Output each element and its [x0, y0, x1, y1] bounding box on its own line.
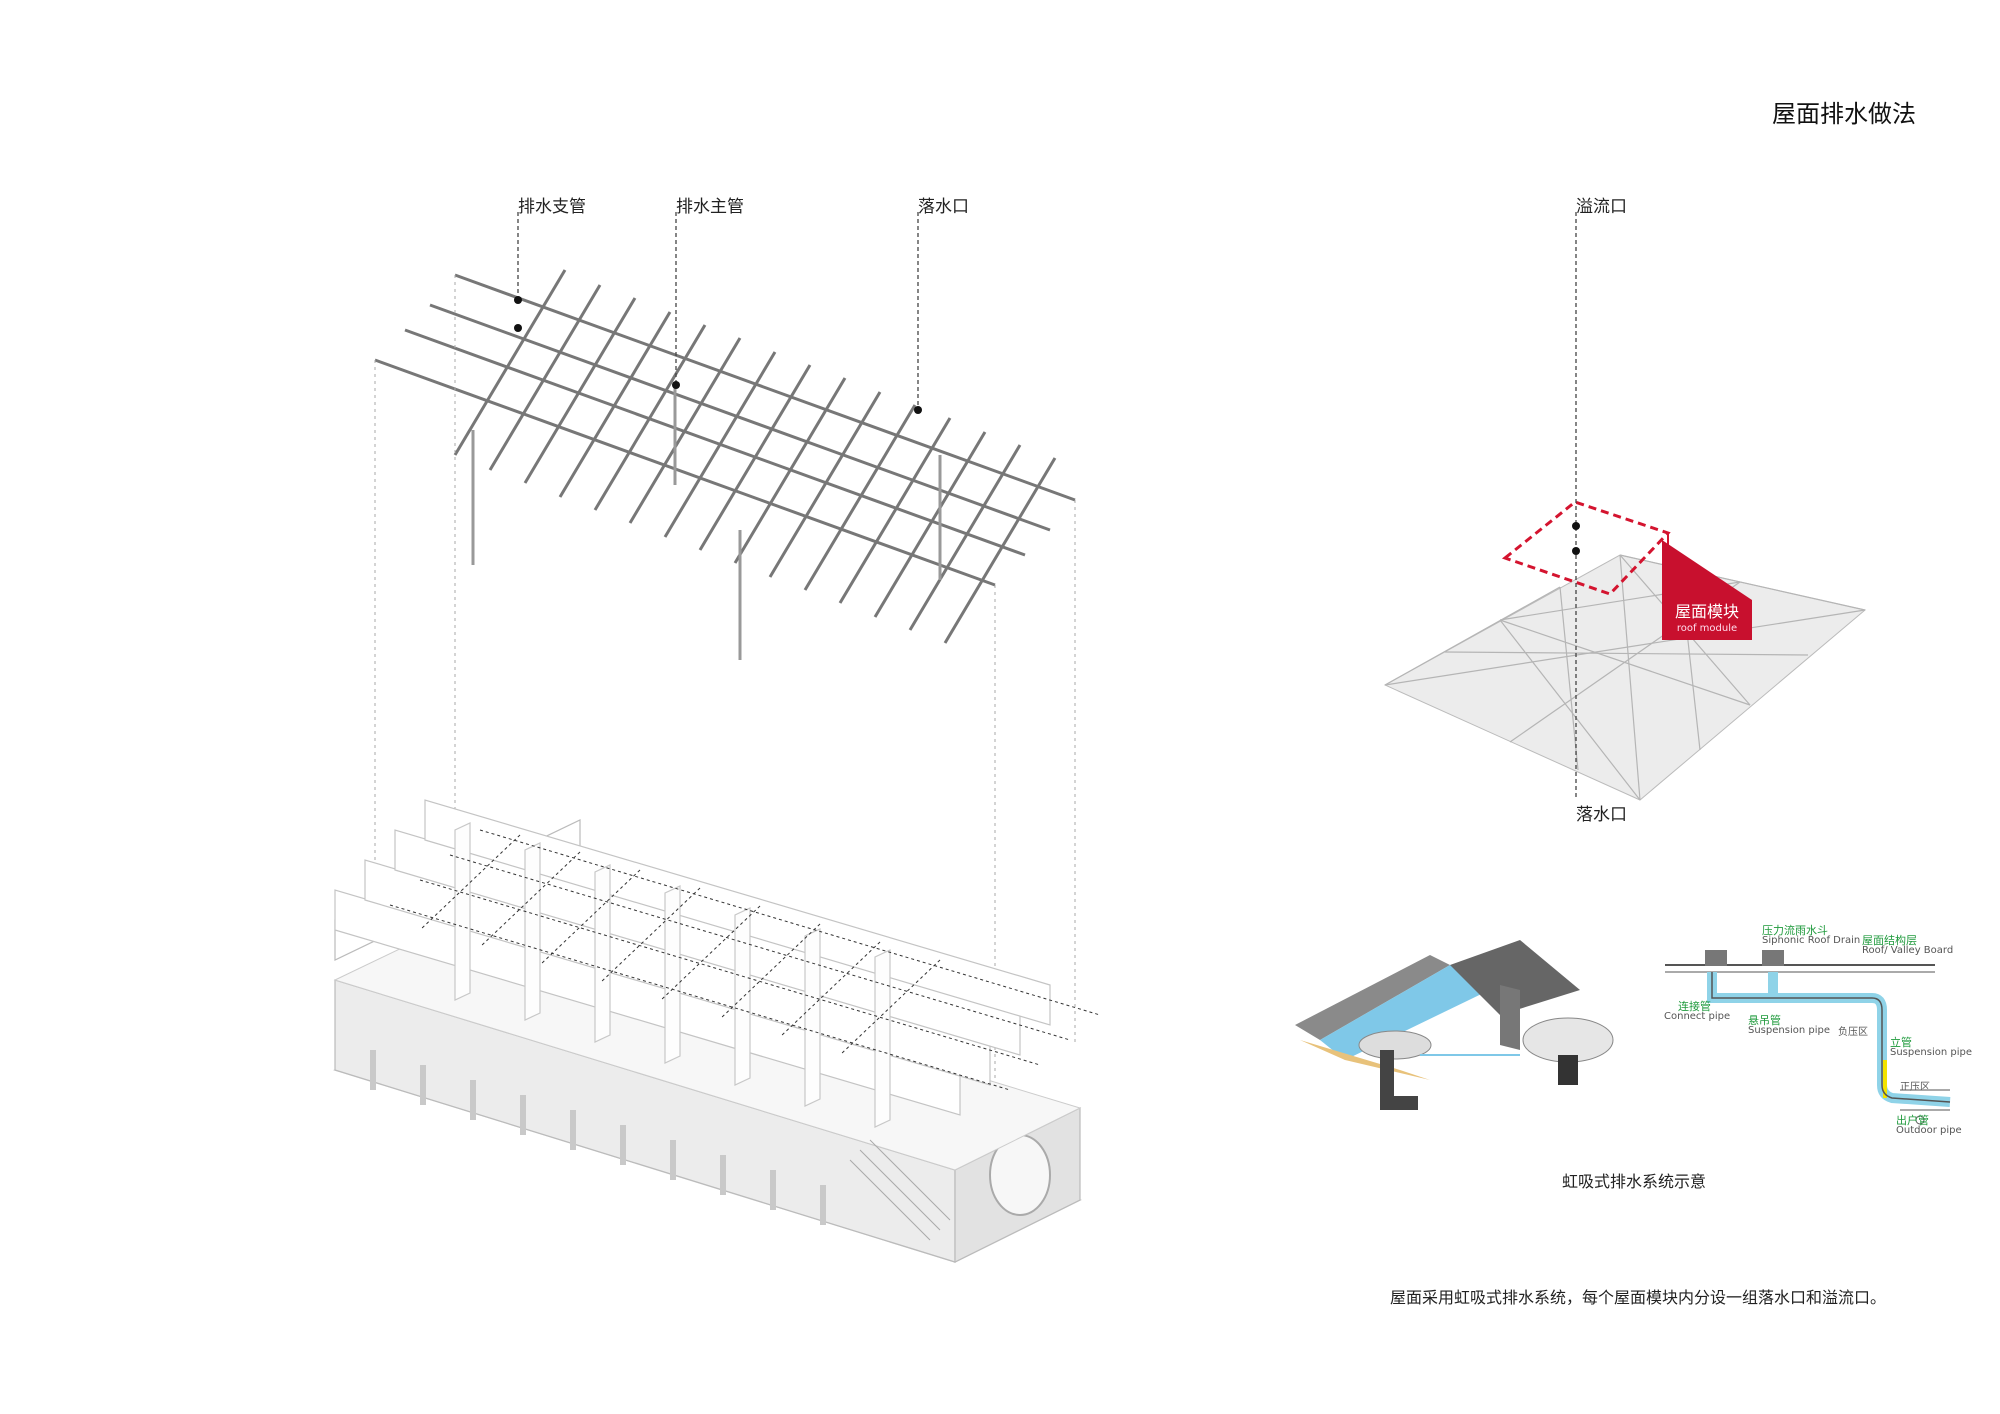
label-main-pipe: 排水主管: [676, 197, 744, 217]
label-outdoor-en: Outdoor pipe: [1896, 1125, 1962, 1136]
roof-module-tag: 屋面模块 roof module: [1662, 600, 1752, 640]
siphonic-product-illustration: [1295, 940, 1614, 1110]
label-branch-pipe: 排水支管: [518, 197, 586, 217]
label-drain-outlet: 落水口: [918, 197, 969, 217]
label-vertical-cn: 立管: [1890, 1036, 1912, 1049]
label-suspension-cn: 悬吊管: [1748, 1014, 1781, 1027]
description-text: 屋面采用虹吸式排水系统，每个屋面模块内分设一组落水口和溢流口。: [1390, 1288, 1887, 1307]
roof-module-label-en: roof module: [1676, 623, 1738, 634]
building-axonometric: [332, 799, 1101, 1263]
label-outdoor-cn: 出户管: [1896, 1114, 1929, 1127]
label-siphonic-drain-cn: 压力流雨水斗: [1762, 924, 1828, 937]
page-title: 屋面排水做法: [1772, 100, 1916, 128]
label-overflow: 溢流口: [1576, 197, 1627, 217]
roof-module-diagram: [1383, 500, 1867, 801]
pipe-grid: [374, 269, 1076, 660]
label-roof-board-cn: 屋面结构层: [1862, 934, 1917, 947]
siphonic-section-diagram: [1665, 950, 1951, 1125]
label-drain-outlet-2: 落水口: [1576, 805, 1627, 825]
siphonic-caption: 虹吸式排水系统示意: [1562, 1172, 1707, 1191]
label-suspension-en: Suspension pipe: [1748, 1025, 1830, 1036]
label-negative-zone: 负压区: [1838, 1027, 1868, 1038]
label-vertical-en: Suspension pipe: [1890, 1047, 1972, 1058]
label-roof-board-en: Roof/ Valley Board: [1862, 945, 1954, 956]
roof-pipe-projection: [389, 829, 1101, 1091]
label-positive-zone: 正压区: [1900, 1082, 1930, 1093]
leader-lines-left: [517, 212, 919, 410]
leader-dots-left: [514, 296, 922, 414]
roof-module-label-cn: 屋面模块: [1674, 602, 1739, 621]
label-siphonic-drain-en: Siphonic Roof Drain: [1762, 935, 1861, 946]
label-connect-en: Connect pipe: [1664, 1011, 1731, 1022]
label-connect-cn: 连接管: [1678, 1000, 1711, 1013]
